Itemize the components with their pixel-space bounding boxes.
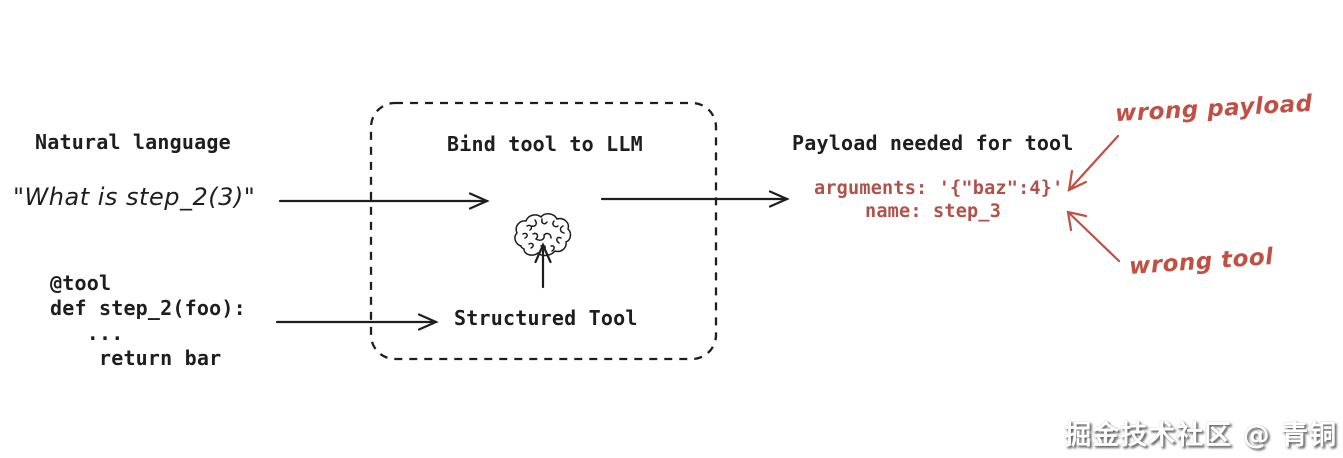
watermark: 掘金技术社区 @ 青铜 bbox=[1064, 420, 1337, 451]
wrong-payload-annotation: wrong payload bbox=[1114, 90, 1314, 128]
brain-icon bbox=[510, 173, 574, 301]
arrow-code-to-tool bbox=[275, 313, 439, 331]
wrong-tool-annotation: wrong tool bbox=[1128, 243, 1275, 281]
tool-code-block: @tool def step_2(foo): ... return bar bbox=[50, 271, 246, 370]
structured-tool-label: Structured Tool bbox=[454, 306, 638, 330]
arrow-query-to-llm bbox=[278, 192, 490, 210]
payload-title: Payload needed for tool bbox=[792, 131, 1074, 155]
arrow-wrong-tool bbox=[1066, 210, 1121, 263]
bind-box-title: Bind tool to LLM bbox=[447, 132, 643, 156]
natural-language-title: Natural language bbox=[35, 130, 231, 154]
payload-name-line: name: step_3 bbox=[865, 201, 1002, 222]
payload-arguments-line: arguments: '{"baz":4}' bbox=[814, 178, 1064, 199]
natural-language-query: "What is step_2(3)" bbox=[13, 183, 256, 211]
arrow-llm-to-payload bbox=[600, 190, 790, 208]
arrow-wrong-payload bbox=[1067, 134, 1120, 192]
